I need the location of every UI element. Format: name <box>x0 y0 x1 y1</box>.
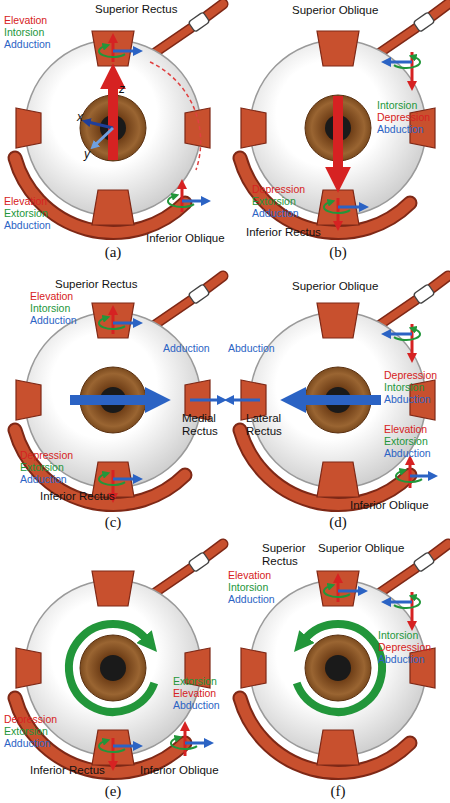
action-label: Elevation <box>4 15 47 27</box>
action-label: Adduction <box>20 474 67 486</box>
action-label: Intorsion <box>228 582 268 594</box>
action-label: Extorsion <box>252 196 296 208</box>
abduction-arrow <box>301 395 381 405</box>
muscle-name: Superior Rectus <box>55 278 137 291</box>
action-label: Depression <box>384 370 437 382</box>
action-label: Extorsion <box>4 726 48 738</box>
axis-label: y <box>84 148 90 161</box>
action-label: Intorsion <box>378 630 418 642</box>
action-label: Extorsion <box>173 676 217 688</box>
abduction-arrow <box>410 475 431 478</box>
abduction-arrow <box>185 742 207 745</box>
extorsion-arrow <box>69 624 154 712</box>
depression-arrow <box>112 738 115 764</box>
action-label: Extorsion <box>384 436 428 448</box>
action-label: Depression <box>377 112 430 124</box>
eyeball <box>15 276 223 505</box>
action-label: Abduction <box>173 700 220 712</box>
adduction-arrow <box>113 322 136 325</box>
abduction-arrow <box>388 601 412 604</box>
action-label: Intorsion <box>4 27 44 39</box>
eyeball <box>240 4 448 233</box>
eyeball <box>240 276 448 505</box>
z-axis-arrow <box>108 84 118 160</box>
x-axis-arrow <box>88 122 113 128</box>
muscle-name: Inferior Rectus <box>30 764 105 777</box>
panel-letter: (c) <box>93 514 133 531</box>
action-label: Abduction <box>384 448 431 460</box>
action-label: Adduction <box>252 208 299 220</box>
axis-label: x <box>77 111 83 124</box>
action-label: Adduction <box>163 343 210 355</box>
action-label: Abduction <box>228 343 275 355</box>
muscle-name: Inferior Rectus <box>246 226 321 239</box>
action-label: Intorsion <box>377 100 417 112</box>
muscle-name: Inferior Oblique <box>146 232 225 245</box>
depression-arrow <box>333 96 343 172</box>
axis-label: z <box>119 83 125 96</box>
action-label: Adduction <box>30 315 77 327</box>
abduction-arrow <box>231 399 260 402</box>
adduction-arrow <box>338 590 361 593</box>
adduction-arrow <box>70 395 150 405</box>
action-label: Extorsion <box>4 208 48 220</box>
muscle-name: Superior Rectus <box>262 542 312 567</box>
adduction-arrow <box>190 399 220 402</box>
depression-arrow <box>337 198 340 224</box>
action-label: Elevation <box>173 688 216 700</box>
action-label: Elevation <box>30 291 73 303</box>
y-axis-arrow <box>95 128 113 145</box>
muscle-name: Inferior Oblique <box>140 764 219 777</box>
action-label: Intorsion <box>30 303 70 315</box>
abduction-arrow <box>388 61 412 64</box>
muscle-name: Lateral Rectus <box>246 412 291 437</box>
action-label: Adduction <box>4 39 51 51</box>
panel-letter: (a) <box>93 244 133 261</box>
action-label: Abduction <box>4 220 51 232</box>
action-label: Adduction <box>228 594 275 606</box>
action-label: Intorsion <box>384 382 424 394</box>
action-label: Abduction <box>384 394 431 406</box>
abduction-arrow <box>182 200 204 203</box>
action-label: Elevation <box>228 570 271 582</box>
dashed-arc <box>150 62 201 170</box>
abduction-arrow <box>388 333 412 336</box>
adduction-arrow <box>113 745 136 748</box>
action-label: Depression <box>378 642 431 654</box>
adduction-arrow <box>113 50 136 53</box>
action-label: Abduction <box>378 654 425 666</box>
action-label: Elevation <box>384 424 427 436</box>
action-label: Elevation <box>4 196 47 208</box>
panel-letter: (d) <box>318 514 358 531</box>
action-label: Depression <box>252 184 305 196</box>
muscle-name: Inferior Oblique <box>350 499 429 512</box>
adduction-arrow <box>338 206 362 209</box>
muscle-name: Superior Oblique <box>292 280 378 293</box>
muscle-name: Inferior Rectus <box>40 490 115 503</box>
muscle-name: Superior Oblique <box>292 4 378 17</box>
action-label: Abduction <box>377 124 424 136</box>
muscle-name: Superior Oblique <box>318 542 404 555</box>
adduction-arrow <box>113 478 136 481</box>
panel-letter: (e) <box>93 783 133 800</box>
action-label: Depression <box>4 714 57 726</box>
action-label: Extorsion <box>20 462 64 474</box>
muscle-name: Superior Rectus <box>95 3 177 16</box>
panel-letter: (b) <box>318 244 358 261</box>
action-label: Adduction <box>4 738 51 750</box>
panel-letter: (f) <box>318 783 358 800</box>
intorsion-arrow <box>297 624 382 712</box>
action-label: Depression <box>20 450 73 462</box>
elevation-arrow <box>181 186 184 212</box>
muscle-name: Medial Rectus <box>182 412 227 437</box>
